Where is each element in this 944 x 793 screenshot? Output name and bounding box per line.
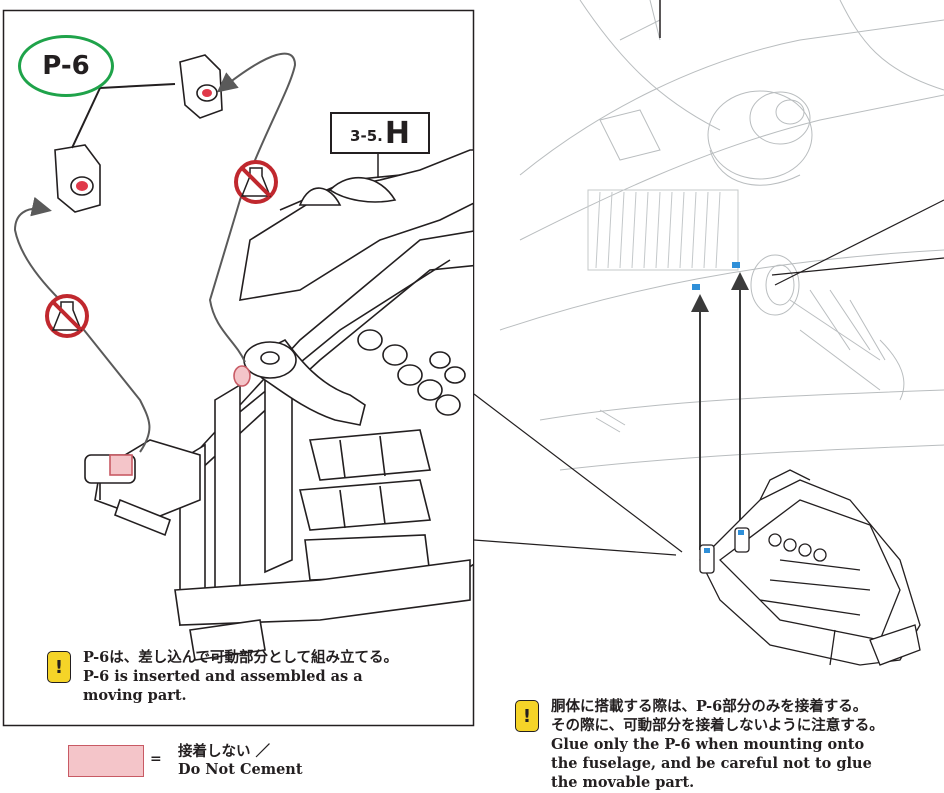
small-assembly-drawing [699,469,921,666]
legend-jp: 接着しない ／ [178,743,271,760]
note-right-jp-1: 胴体に搭載する際は、P-6部分のみを接着する。 [551,698,868,715]
step-letter: H [384,115,410,151]
p6-part-top [179,54,223,119]
note-right-en-3: the movable part. [551,774,695,791]
legend-equals: = [150,751,162,767]
note-right-jp-2: その際に、可動部分を接着しないように注意する。 [551,717,884,734]
note-right: 胴体に搭載する際は、P-6部分のみを接着する。 その際に、可動部分を接着しないよ… [551,697,884,792]
note-left-en-1: P-6 is inserted and assembled as a [83,668,363,685]
p6-part-left [54,144,101,213]
note-left-en-2: moving part. [83,687,187,704]
note-left: P-6は、差し込んで可動部分として組み立てる。 P-6 is inserted … [83,648,398,705]
part-label-p6: P-6 [18,35,114,97]
exclamation-icon: ! [515,700,539,732]
legend-en: Do Not Cement [178,761,303,778]
step-number: 3-5. [350,127,383,145]
no-glue-icon [45,294,89,338]
part-label-text: P-6 [42,51,90,81]
fuselage-drawing [499,0,944,471]
detail-assembly-drawing [84,149,473,661]
note-right-en-1: Glue only the P-6 when mounting onto [551,736,865,753]
no-glue-icon [234,160,278,204]
note-left-jp: P-6は、差し込んで可動部分として組み立てる。 [83,649,399,666]
no-cement-swatch [68,745,144,777]
legend-text: 接着しない ／ Do Not Cement [178,743,303,779]
note-right-en-2: the fuselage, and be careful not to glue [551,755,872,772]
step-label: 3-5. H [330,112,430,154]
exclamation-icon: ! [47,651,71,683]
